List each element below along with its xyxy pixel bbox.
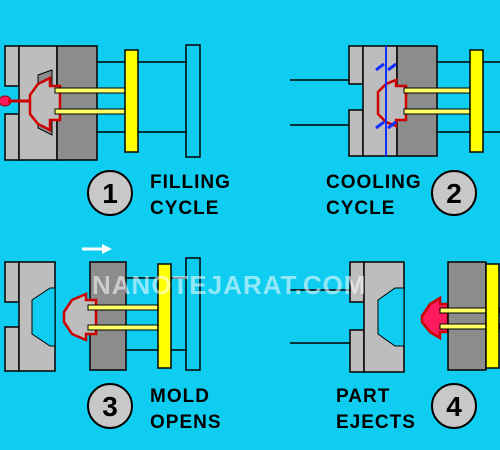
- moving-platen: [185, 44, 201, 158]
- ejector-plate: [469, 49, 484, 153]
- step-number-3: 3: [102, 391, 118, 422]
- molded-part: [420, 295, 450, 341]
- nozzle-drop-icon: [0, 95, 30, 107]
- step-circle-4: [431, 383, 477, 429]
- ejector-rods: [87, 277, 186, 351]
- coolant-channels: [375, 46, 397, 156]
- label-line-1: COOLING: [326, 172, 422, 193]
- label-line-1: PART: [336, 386, 391, 407]
- molded-part: [376, 78, 408, 128]
- panel-filling: [0, 44, 201, 216]
- right-arrow-icon: [82, 244, 112, 254]
- fixed-mold-half: [349, 261, 405, 373]
- step-number-1: 1: [102, 178, 118, 209]
- moving-mold-half: [56, 45, 98, 161]
- label-part-ejects: PART EJECTS: [336, 384, 416, 436]
- label-line-2: EJECTS: [336, 412, 416, 433]
- label-filling-cycle: FILLING CYCLE: [150, 170, 231, 222]
- panel-mold-opens: [4, 244, 201, 429]
- ejector-plate: [124, 49, 139, 153]
- label-line-1: FILLING: [150, 172, 231, 193]
- label-line-1: MOLD: [150, 386, 210, 407]
- ejector-plate: [157, 263, 172, 369]
- label-line-2: CYCLE: [326, 198, 396, 219]
- stationary-platen: [4, 261, 20, 372]
- step-number-2: 2: [446, 178, 462, 209]
- watermark-text: NANOTEJARAT.COM: [92, 270, 367, 300]
- label-line-2: CYCLE: [150, 198, 220, 219]
- step-number-4: 4: [446, 391, 462, 422]
- panel-part-ejects: [290, 261, 500, 429]
- label-mold-opens: MOLD OPENS: [150, 384, 222, 436]
- moving-mold-half: [447, 261, 487, 371]
- ejector-rods: [439, 307, 500, 330]
- label-cooling-cycle: COOLING CYCLE: [326, 170, 422, 222]
- ejector-plate: [485, 263, 500, 369]
- moving-platen: [185, 257, 201, 371]
- panel-cooling: [290, 45, 500, 216]
- fixed-mold-half: [18, 261, 56, 372]
- step-circle-2: [431, 170, 477, 216]
- step-circle-3: [87, 383, 133, 429]
- molded-part: [28, 75, 62, 133]
- label-line-2: OPENS: [150, 412, 222, 433]
- step-circle-1: [87, 170, 133, 216]
